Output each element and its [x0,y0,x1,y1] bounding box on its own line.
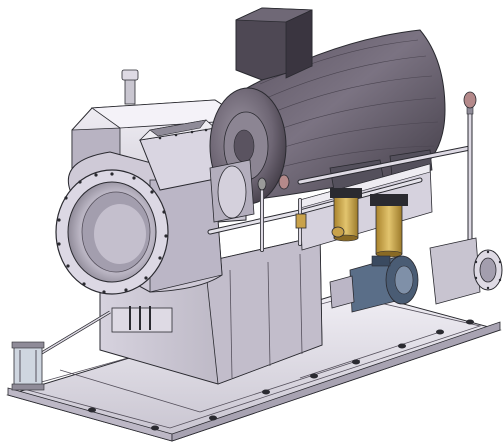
oil-cooler-flange [429,237,503,305]
inlet-flange-bolts [57,172,168,294]
oil-level-sight-glass [11,310,111,391]
electric-motor [209,7,446,205]
coupling-guard [209,159,255,223]
oil-piping [207,109,473,252]
fan-pedestal [99,235,323,385]
oil-filter-right [370,194,408,258]
lifting-eye-bolt [121,69,139,105]
oil-pump-motor [329,255,419,313]
pressure-gauge-icon [463,91,477,115]
valve-handle-icon [295,213,307,229]
inlet-flange [55,169,169,295]
valve-handle-icon [331,226,345,238]
base-bolt-holes [88,319,474,431]
pressure-gauge-icon [278,174,290,190]
motor-terminal-box [235,7,313,81]
pressure-gauge-icon [257,177,267,191]
